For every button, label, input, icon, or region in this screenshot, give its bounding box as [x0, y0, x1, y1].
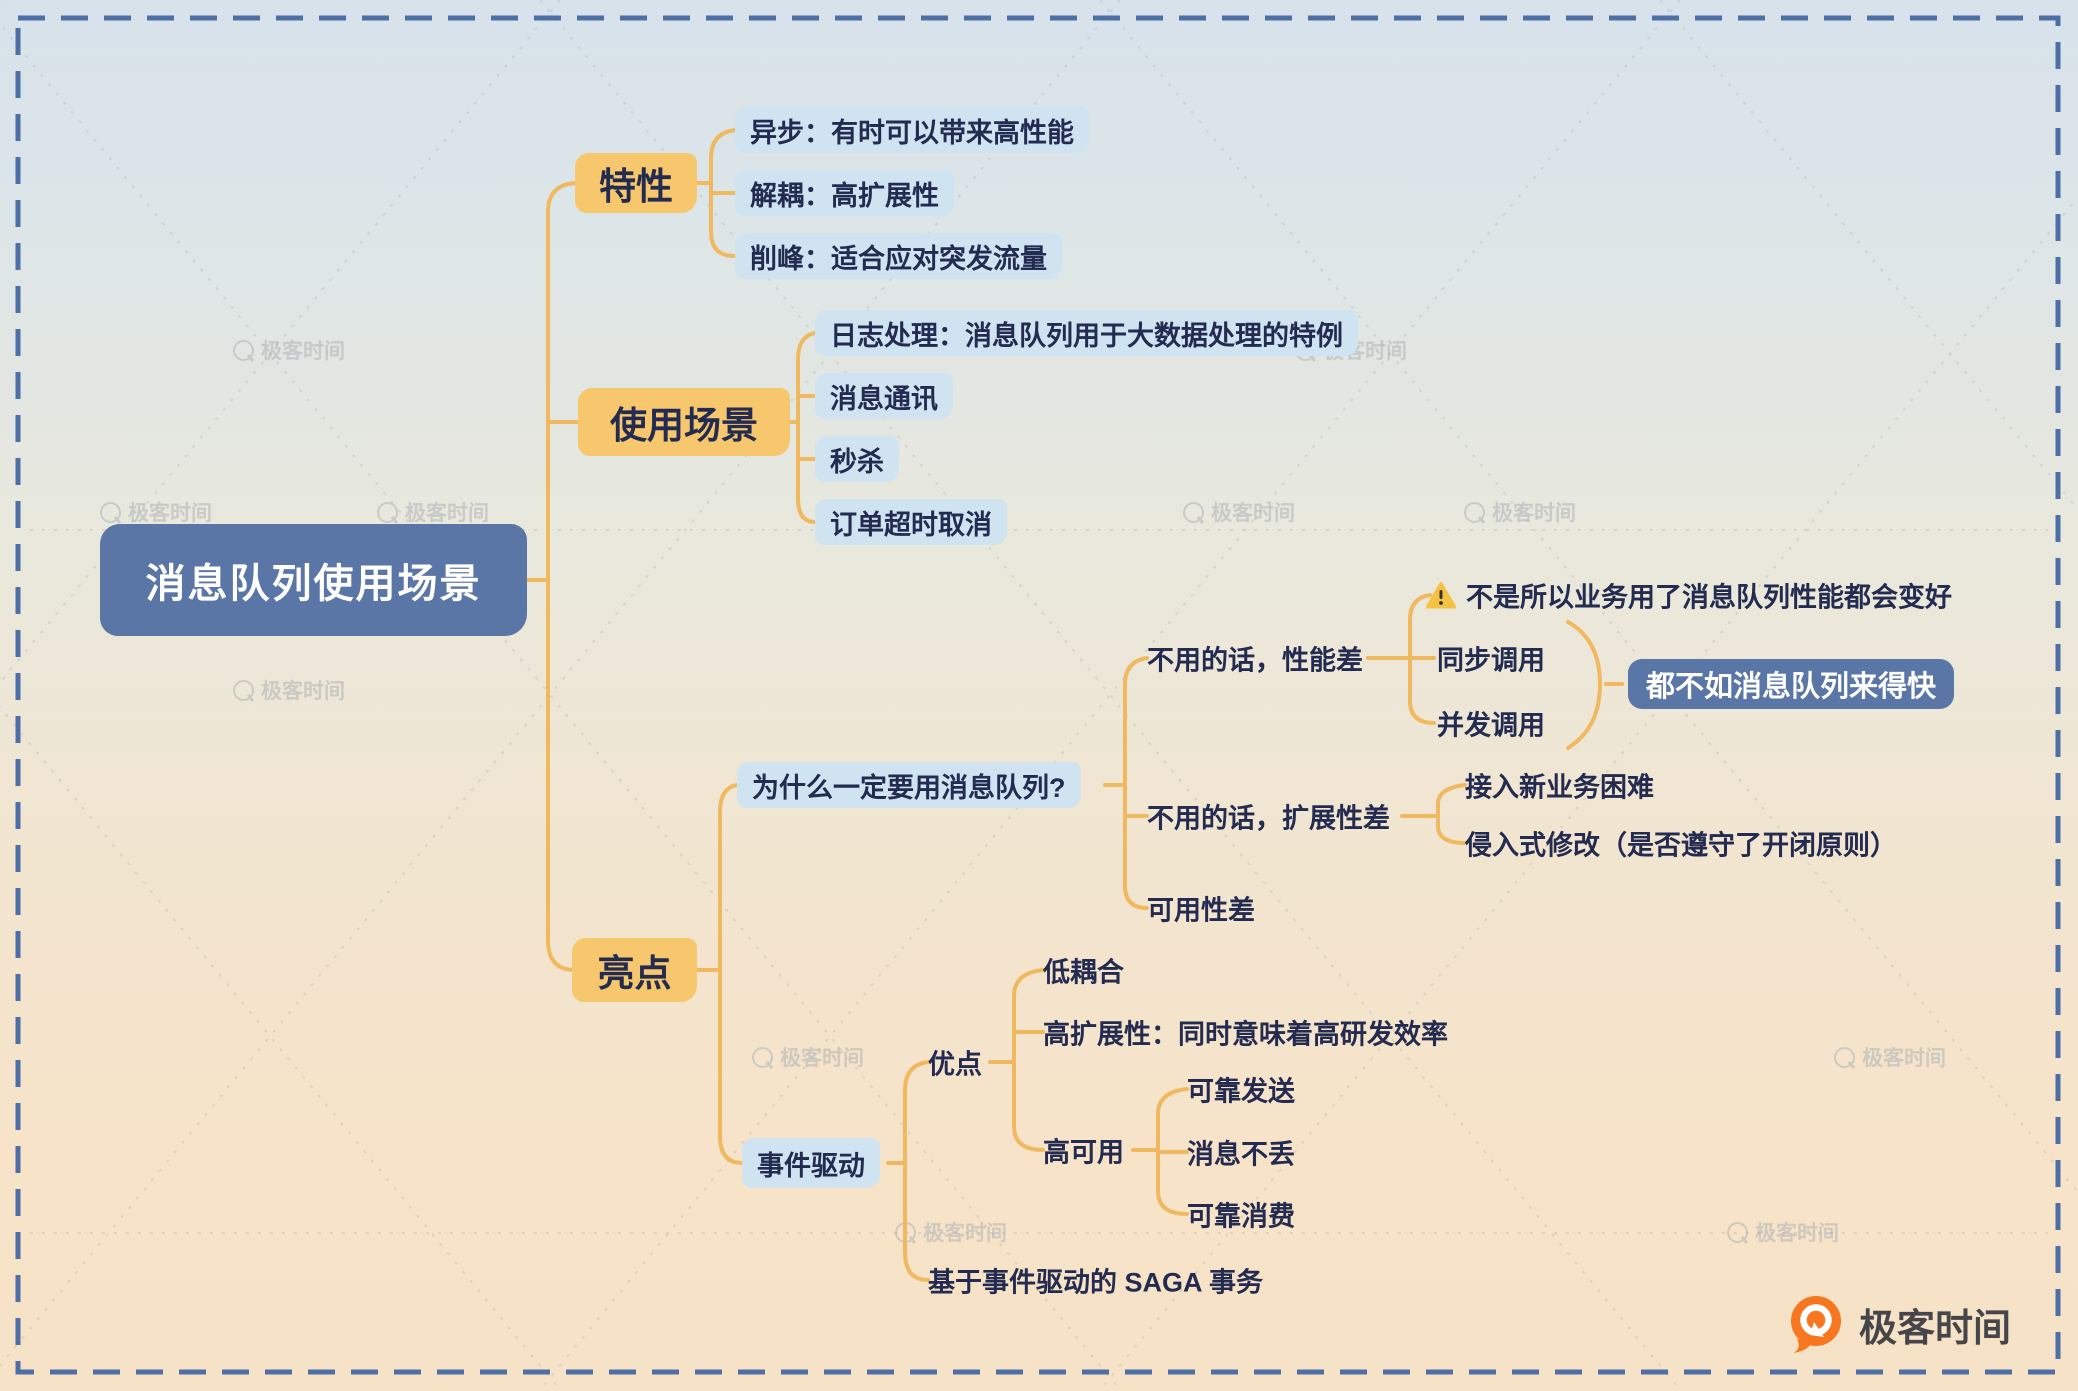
node-high-availability[interactable]: 高可用: [1043, 1137, 1124, 1168]
watermark-text: 极客时间: [1492, 502, 1576, 525]
node-low-coupling[interactable]: 低耦合: [1043, 957, 1124, 988]
node-seckill[interactable]: 秒杀: [815, 436, 899, 482]
warning-icon: [1426, 582, 1456, 609]
node-poor-availability[interactable]: 可用性差: [1147, 895, 1255, 926]
node-reliable-consume[interactable]: 可靠消费: [1187, 1201, 1295, 1232]
warning-note-text: 不是所以业务用了消息队列性能都会变好: [1466, 582, 1952, 613]
node-root[interactable]: 消息队列使用场景: [100, 524, 527, 636]
watermark-geektime: 极客时间: [377, 497, 489, 527]
branch-connectors: [525, 128, 1624, 1282]
node-summary-mq-faster[interactable]: 都不如消息队列来得快: [1628, 659, 1955, 709]
geektime-logo-icon: [1791, 1296, 1841, 1353]
watermark-text: 极客时间: [1211, 502, 1295, 525]
watermark-geektime: 极客时间: [1464, 497, 1576, 527]
node-reliable-send[interactable]: 可靠发送: [1187, 1076, 1295, 1107]
geektime-watermark-icon: [1183, 501, 1204, 523]
node-advantages[interactable]: 优点: [928, 1049, 982, 1080]
node-sync-call[interactable]: 同步调用: [1437, 645, 1545, 676]
node-invasive-modification[interactable]: 侵入式修改（是否遵守了开闭原则）: [1465, 830, 1897, 861]
geektime-logo: 极客时间: [1787, 1295, 2011, 1353]
watermark-geektime: 极客时间: [233, 335, 345, 365]
node-concurrent-call[interactable]: 并发调用: [1437, 710, 1545, 741]
watermark-text: 极客时间: [261, 680, 345, 703]
node-performance-warning[interactable]: 不是所以业务用了消息队列性能都会变好: [1426, 576, 1952, 615]
node-new-business-difficult[interactable]: 接入新业务困难: [1465, 772, 1654, 803]
watermark-text: 极客时间: [405, 502, 489, 525]
node-highlights[interactable]: 亮点: [572, 938, 697, 1002]
watermark-text: 极客时间: [261, 340, 345, 363]
node-peak-shaving[interactable]: 削峰：适合应对突发流量: [735, 233, 1062, 279]
geektime-watermark-icon: [233, 679, 254, 701]
node-no-mq-poor-performance[interactable]: 不用的话，性能差: [1147, 645, 1363, 676]
watermark-text: 极客时间: [923, 1222, 1007, 1245]
watermark-geektime: 极客时间: [100, 497, 212, 527]
geektime-watermark-icon: [752, 1046, 773, 1068]
watermark-geektime: 极客时间: [1183, 497, 1295, 527]
node-high-scalability[interactable]: 高扩展性：同时意味着高研发效率: [1043, 1019, 1448, 1050]
node-why-use-mq[interactable]: 为什么一定要用消息队列?: [737, 762, 1081, 808]
node-saga-transaction[interactable]: 基于事件驱动的 SAGA 事务: [928, 1267, 1264, 1298]
node-decouple[interactable]: 解耦：高扩展性: [735, 170, 954, 216]
geektime-logo-text: 极客时间: [1859, 1307, 2012, 1350]
watermark-text: 极客时间: [780, 1047, 864, 1070]
node-no-message-loss[interactable]: 消息不丢: [1187, 1139, 1295, 1170]
geektime-watermark-icon: [377, 501, 398, 523]
node-event-driven[interactable]: 事件驱动: [742, 1138, 880, 1188]
watermark-geektime: 极客时间: [233, 675, 345, 705]
node-log-processing[interactable]: 日志处理：消息队列用于大数据处理的特例: [815, 310, 1358, 356]
watermark-text: 极客时间: [1862, 1047, 1946, 1070]
node-no-mq-poor-scalability[interactable]: 不用的话，扩展性差: [1147, 803, 1390, 834]
watermark-text: 极客时间: [128, 502, 212, 525]
geektime-watermark-icon: [1464, 501, 1485, 523]
node-usage-scenarios[interactable]: 使用场景: [578, 388, 790, 456]
watermark-text: 极客时间: [1755, 1222, 1839, 1245]
watermark-geektime: 极客时间: [1727, 1217, 1839, 1247]
node-async[interactable]: 异步：有时可以带来高性能: [735, 107, 1089, 153]
canvas-border: [15, 15, 2061, 1375]
node-features[interactable]: 特性: [575, 153, 697, 213]
node-order-timeout-cancel[interactable]: 订单超时取消: [815, 499, 1007, 545]
geektime-watermark-icon: [1727, 1221, 1748, 1243]
geektime-watermark-icon: [1834, 1046, 1855, 1068]
watermark-geektime: 极客时间: [1834, 1042, 1946, 1072]
geektime-watermark-icon: [100, 501, 121, 523]
geektime-watermark-icon: [233, 339, 254, 361]
watermark-geektime: 极客时间: [752, 1042, 864, 1072]
node-messaging[interactable]: 消息通讯: [815, 373, 953, 419]
